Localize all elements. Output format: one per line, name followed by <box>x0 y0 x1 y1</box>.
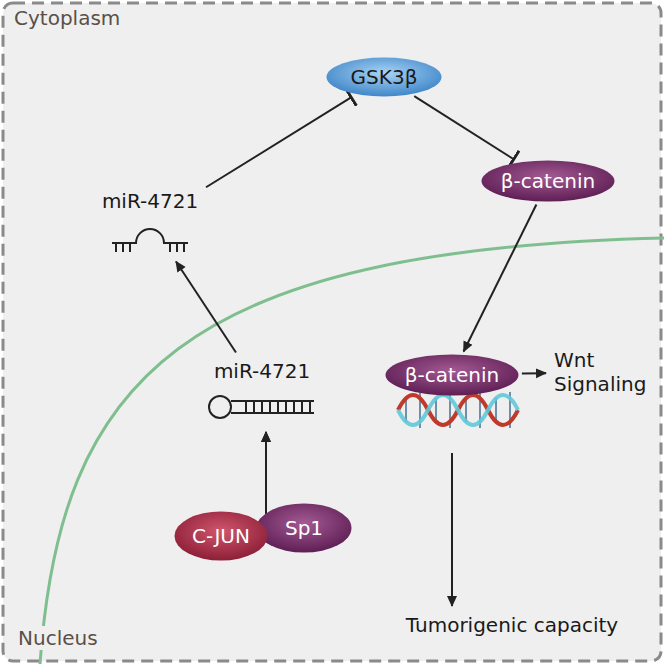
node-text: C-JUN <box>192 524 250 548</box>
activation-arrow <box>265 432 267 510</box>
inhibition-line <box>206 97 351 187</box>
protein-ellipse: GSK3β <box>326 57 442 97</box>
outcome-label: Tumorigenic capacity <box>401 609 624 641</box>
mirna-icon <box>206 389 318 425</box>
mirna-label: miR-4721 <box>97 185 204 259</box>
node-text: β-catenin <box>501 169 595 193</box>
node-text: Tumorigenic capacity <box>406 613 618 637</box>
node-text: miR-4721 <box>214 359 310 383</box>
activation-arrow <box>464 204 537 351</box>
activation-arrow <box>265 432 267 526</box>
activation-arrow <box>522 372 546 374</box>
protein-ellipse: β-catenin <box>385 354 519 396</box>
protein-ellipse: Sp1 <box>256 503 352 553</box>
inhibition-line <box>414 96 514 159</box>
region-label: Cytoplasm <box>12 6 122 30</box>
protein-ellipse: β-catenin <box>481 160 615 202</box>
node-text: β-catenin <box>405 363 499 387</box>
protein-ellipse: C-JUN <box>174 511 268 561</box>
cell-frame <box>3 3 661 661</box>
pathway-label: Wnt Signaling <box>549 344 659 400</box>
mirna-icon <box>108 219 192 255</box>
region-label: Nucleus <box>16 626 100 650</box>
node-text: GSK3β <box>351 65 418 89</box>
node-text: Sp1 <box>285 516 323 540</box>
node-text: Wnt Signaling <box>554 348 654 396</box>
activation-arrow <box>451 453 453 606</box>
mirna-label: miR-4721 <box>201 355 323 429</box>
activation-arrow <box>176 262 236 353</box>
nuclear-membrane <box>40 238 664 664</box>
node-text: miR-4721 <box>102 189 198 213</box>
